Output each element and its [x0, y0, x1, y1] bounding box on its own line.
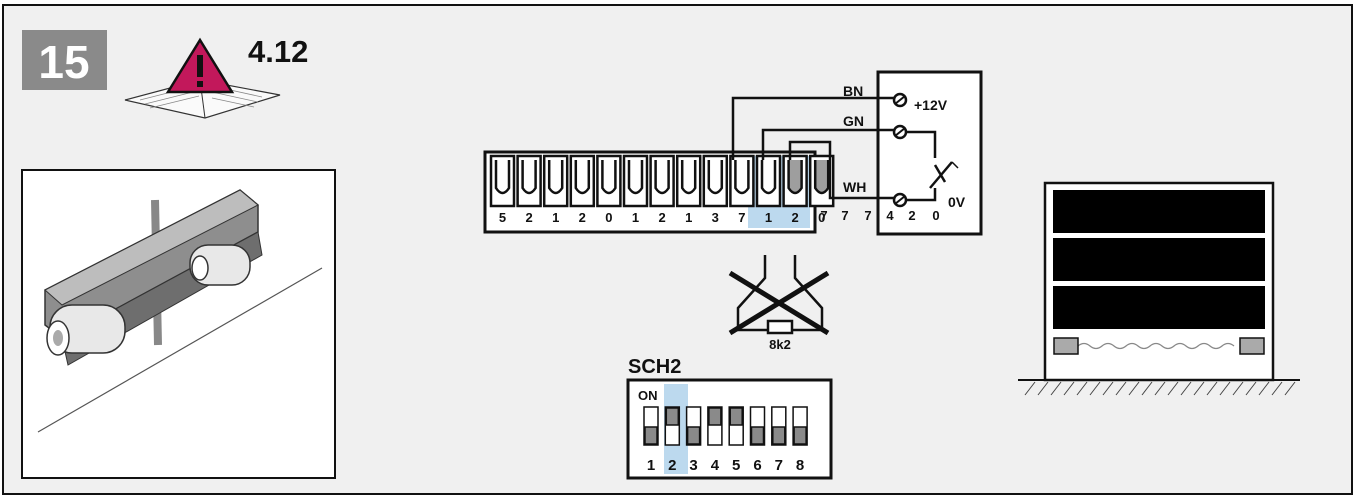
garage-door-illustration	[1018, 181, 1300, 382]
terminal-1: 5	[489, 154, 516, 225]
manual-warning-icon	[124, 37, 281, 119]
resistor-label: 8k2	[769, 337, 791, 352]
wire-green-label: GN	[843, 113, 864, 129]
dip-switch-label: 8	[796, 457, 804, 474]
terminal-label: 2	[579, 210, 586, 225]
terminal-extra-label: 7	[820, 208, 827, 223]
dip-switch-label: 6	[753, 457, 761, 474]
wire-white-label: WH	[843, 179, 866, 195]
terminal-label: 3	[712, 210, 719, 225]
dip-switch-4[interactable]: 4	[707, 406, 723, 474]
relay-contact-icon	[906, 130, 959, 202]
dip-switch-label: 1	[647, 457, 655, 474]
wires	[731, 96, 894, 200]
wire-brown	[731, 96, 894, 160]
dip-switch-1[interactable]: 1	[643, 406, 659, 474]
terminal-7: 2	[649, 154, 675, 225]
terminal-label: 2	[658, 210, 665, 225]
dip-switch-6[interactable]: 6	[749, 406, 766, 474]
terminal-5: 0	[596, 154, 622, 225]
terminal-extra-label: 4	[886, 208, 894, 223]
step-number: 15	[38, 36, 89, 88]
terminal-2: 2	[516, 154, 542, 225]
dip-switch-5[interactable]: 5	[728, 406, 744, 474]
dip-on-label: ON	[638, 388, 658, 403]
terminal-label: 5	[499, 210, 506, 225]
wire-brown-label: BN	[843, 83, 863, 99]
terminal-8: 1	[675, 154, 702, 225]
dip-switch-3[interactable]: 3	[685, 406, 702, 474]
dip-switch-label: 3	[689, 457, 697, 474]
dip-switch-name: SCH2	[628, 356, 681, 378]
terminal-label: 0	[605, 210, 612, 225]
terminal-13: 0	[808, 154, 835, 225]
terminal-11: 1	[755, 154, 782, 225]
terminal-label: 0	[818, 210, 825, 225]
dip-switch-label: 4	[711, 457, 720, 474]
module-screws	[892, 92, 908, 208]
voltage-top-label: +12V	[914, 97, 948, 113]
terminal-9: 3	[702, 154, 729, 225]
dip-switch-2[interactable]: 2	[664, 406, 681, 474]
dip-switch-label: 7	[775, 457, 783, 474]
dip-switch-label: 5	[732, 457, 740, 474]
dip-switch-7[interactable]: 7	[771, 406, 787, 474]
photo-sensor-illustration	[21, 169, 336, 479]
wire-green	[761, 128, 894, 160]
dip-switch-8[interactable]: 8	[792, 406, 808, 474]
manual-reference: 4.12	[248, 34, 308, 69]
dip-switch-label: 2	[668, 457, 676, 474]
terminal-3: 1	[542, 154, 569, 225]
terminal-4: 2	[569, 154, 596, 225]
terminal-10: 7	[729, 154, 755, 225]
terminal-label: 7	[738, 210, 745, 225]
terminal-12: 2	[782, 154, 808, 225]
resistor-crossed-out-icon	[728, 255, 830, 336]
wire-white	[788, 140, 894, 200]
terminal-label: 1	[552, 210, 559, 225]
terminal-label: 1	[632, 210, 639, 225]
floor-hatch	[1024, 381, 1296, 396]
terminal-extra-label: 2	[908, 208, 915, 223]
terminal-label: 2	[525, 210, 532, 225]
terminal-label: 1	[685, 210, 692, 225]
terminal-extra-label: 0	[932, 208, 939, 223]
terminal-extra-label: 7	[864, 208, 871, 223]
terminal-label: 2	[791, 210, 798, 225]
terminal-6: 1	[622, 154, 649, 225]
voltage-bottom-label: 0V	[948, 194, 966, 210]
terminal-label: 1	[765, 210, 772, 225]
step-badge	[22, 30, 107, 90]
terminal-extra-label: 7	[841, 208, 848, 223]
